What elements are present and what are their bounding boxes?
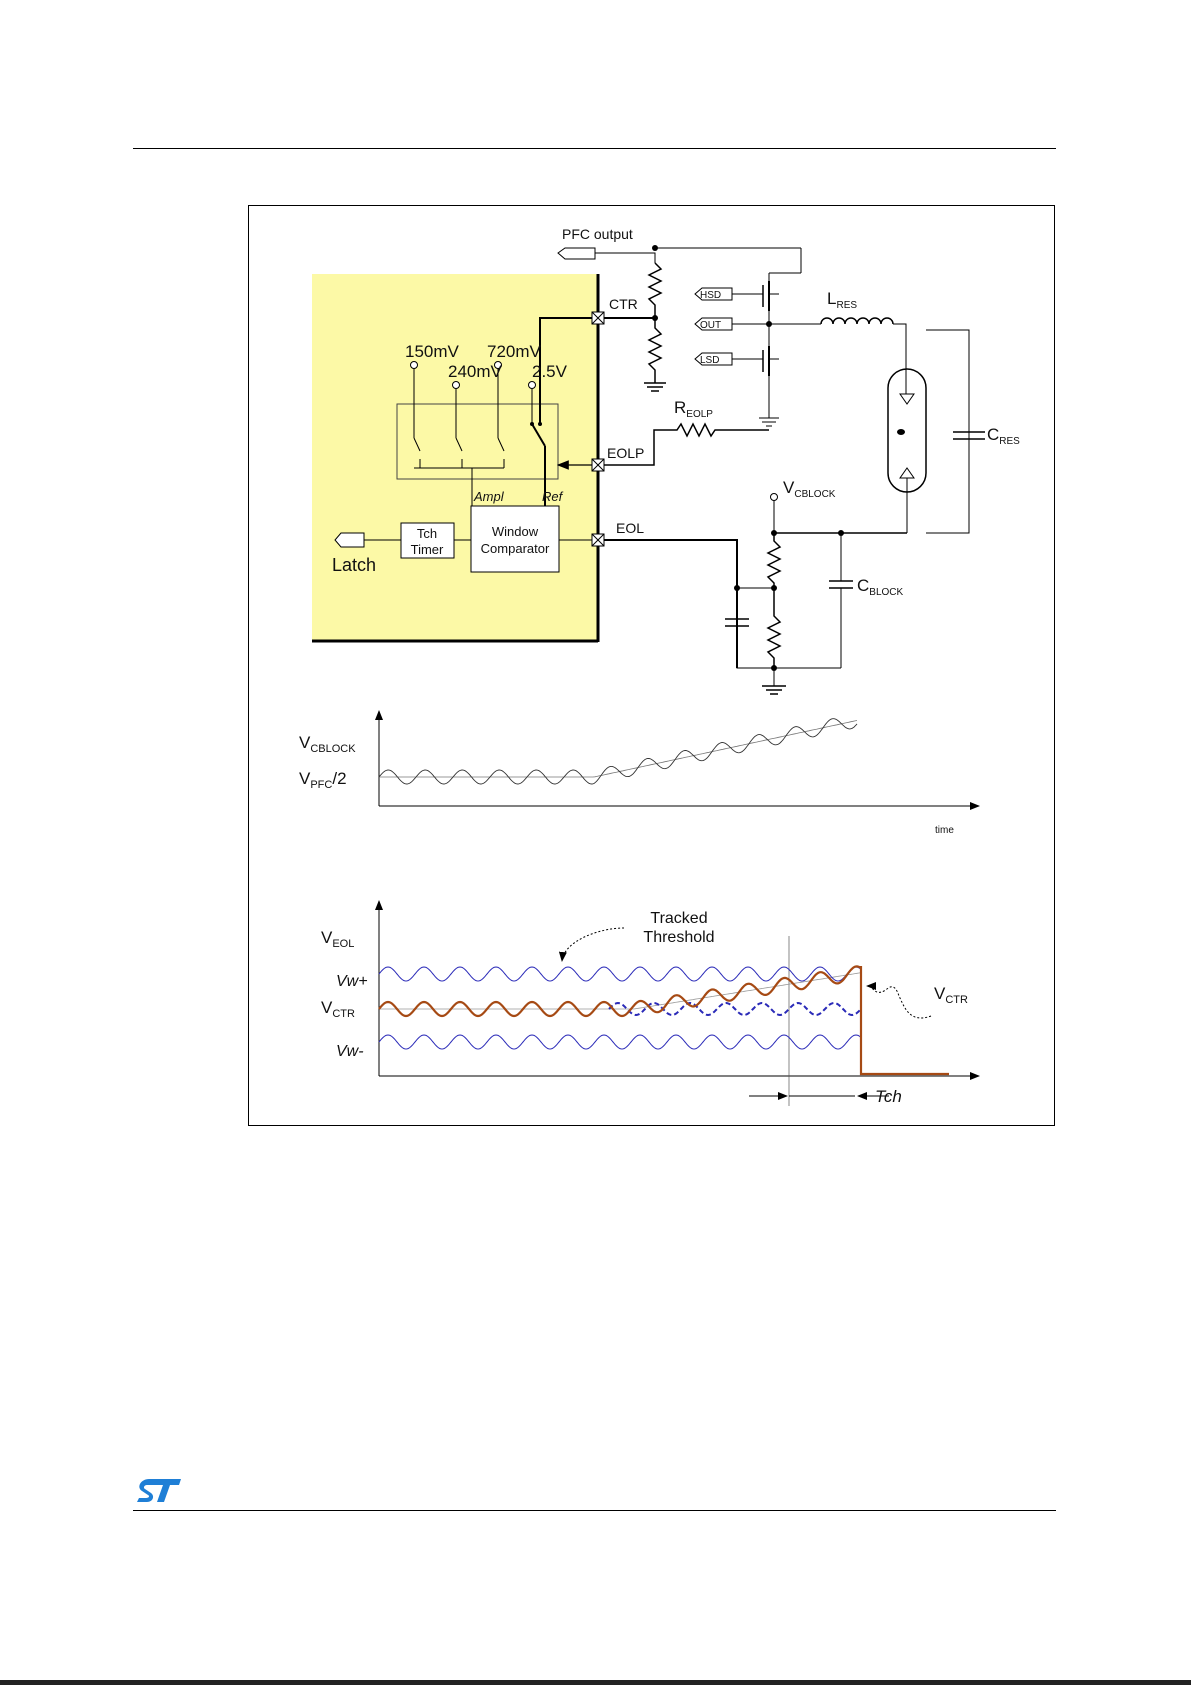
lsd-label: LSD (700, 355, 719, 366)
vcblock-plot: VCBLOCK VPFC/2 time (299, 711, 979, 836)
plot1-level-label: VPFC/2 (299, 769, 347, 791)
eol-pin-label: EOL (616, 520, 644, 536)
page-bottom-strip (0, 1680, 1191, 1685)
schematic: 150mV 240mV 720mV 2.5V Window Comparator… (312, 226, 1020, 694)
hsd-label: HSD (700, 290, 721, 301)
pfc-output-label: PFC output (562, 226, 633, 242)
ref-720mv-label: 720mV (487, 342, 542, 361)
tracked-threshold-line1: Tracked (650, 910, 707, 927)
ref-240mv-label: 240mV (448, 362, 503, 381)
vctr-pointer (867, 986, 931, 1018)
plot1-average-line (379, 721, 857, 778)
c-block-label: CBLOCK (857, 576, 904, 598)
header-rule (133, 148, 1056, 149)
latch-connector (335, 533, 364, 547)
tch-timer-line1: Tch (417, 526, 437, 541)
plot1-ylabel: VCBLOCK (299, 733, 356, 755)
latch-label: Latch (332, 555, 376, 575)
l-res-label: LRES (827, 289, 857, 311)
pin-eol (592, 534, 604, 546)
ref-2v5-label: 2.5V (532, 362, 568, 381)
figure-svg: 150mV 240mV 720mV 2.5V Window Comparator… (249, 206, 1054, 1125)
plot2-vctr-label: VCTR (321, 998, 355, 1020)
out-label: OUT (700, 320, 721, 331)
pfc-output-connector (558, 248, 595, 259)
c-res-label: CRES (987, 425, 1020, 447)
window-comparator-line1: Window (492, 524, 539, 539)
tch-label: Tch (875, 1087, 902, 1106)
pin-ctr (592, 312, 604, 324)
vw-minus-label: Vw- (336, 1043, 364, 1060)
veol-plot: VEOL Vw+ VCTR Vw- Tracked Threshold VCTR… (321, 901, 979, 1106)
vctr-wave (379, 966, 949, 1074)
plot1-xlabel: time (935, 825, 954, 836)
r-eolp-label: REOLP (674, 398, 713, 420)
window-comparator-box (471, 506, 559, 572)
ref-150mv-label: 150mV (405, 342, 460, 361)
ampl-label: Ampl (473, 489, 505, 504)
tracked-threshold-line2: Threshold (643, 929, 714, 946)
plot1-vcblock-wave (379, 719, 857, 784)
eolp-pin-label: EOLP (607, 445, 644, 461)
tch-timer-line2: Timer (411, 542, 444, 557)
ctr-pin-label: CTR (609, 296, 638, 312)
tracked-threshold-pointer (562, 928, 624, 961)
st-logo (133, 1476, 181, 1506)
l-res-inductor (821, 318, 893, 324)
v-cblock-label: VCBLOCK (783, 478, 836, 500)
footer-rule (133, 1510, 1056, 1511)
vw-plus-label: Vw+ (336, 973, 368, 990)
ic-block (312, 274, 598, 640)
plot2-vctr-right-label: VCTR (934, 984, 968, 1006)
figure: 150mV 240mV 720mV 2.5V Window Comparator… (248, 205, 1055, 1126)
window-comparator-line2: Comparator (481, 541, 550, 556)
half-bridge (717, 248, 814, 426)
pin-eolp (592, 459, 604, 471)
plot2-ylabel: VEOL (321, 928, 354, 950)
ref-label: Ref (542, 489, 564, 504)
